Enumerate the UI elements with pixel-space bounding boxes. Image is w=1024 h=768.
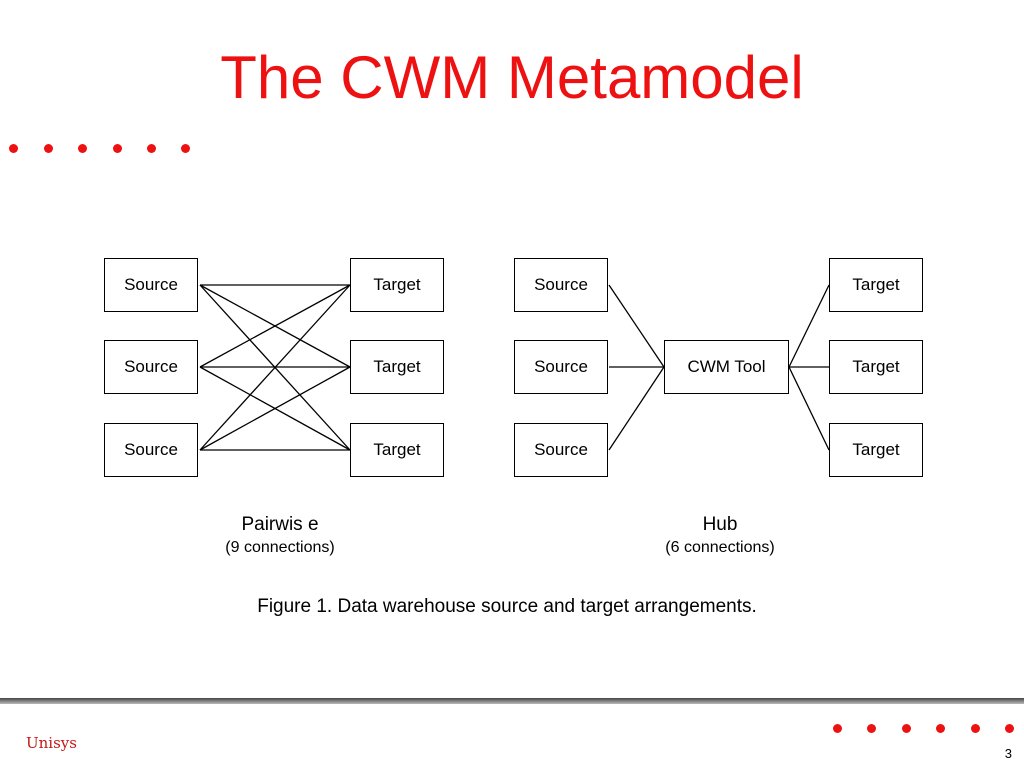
hub-source-box: Source	[514, 340, 608, 394]
hub-connections: (6 connections)	[665, 539, 775, 556]
hub-target-box: Target	[829, 340, 923, 394]
dot	[113, 144, 122, 153]
dot	[44, 144, 53, 153]
figure-caption: Figure 1. Data warehouse source and targ…	[257, 596, 757, 617]
hub-source-box: Source	[514, 423, 608, 477]
hub-line	[608, 366, 665, 451]
pairwise-target-box: Target	[350, 340, 444, 394]
brand-logo-text: Unisys	[26, 734, 77, 752]
pairwise-line	[199, 284, 351, 451]
pairwise-caption: Pairwis e (9 connections)	[180, 514, 380, 557]
dot	[181, 144, 190, 153]
pairwise-target-box: Target	[350, 258, 444, 312]
dot	[147, 144, 156, 153]
pairwise-label: Pairwis e	[241, 514, 319, 535]
dot	[1005, 724, 1014, 733]
dot	[971, 724, 980, 733]
dot	[936, 724, 945, 733]
dot	[867, 724, 876, 733]
hub-target-box: Target	[829, 423, 923, 477]
pairwise-target-box: Target	[350, 423, 444, 477]
pairwise-line	[199, 284, 351, 368]
hub-line	[788, 366, 830, 451]
pairwise-source-box: Source	[104, 258, 198, 312]
pairwise-connections: (9 connections)	[225, 539, 335, 556]
slide-title: The CWM Metamodel	[220, 44, 804, 111]
pairwise-source-box: Source	[104, 423, 198, 477]
hub-target-box: Target	[829, 258, 923, 312]
page-number: 3	[1004, 746, 1012, 761]
dot	[902, 724, 911, 733]
hub-line	[788, 284, 830, 368]
hub-label: Hub	[702, 514, 738, 535]
dot	[9, 144, 18, 153]
hub-line	[608, 284, 665, 368]
dot	[833, 724, 842, 733]
footer-divider	[0, 698, 1024, 704]
hub-caption: Hub (6 connections)	[620, 514, 820, 557]
hub-source-box: Source	[514, 258, 608, 312]
dot	[78, 144, 87, 153]
pairwise-source-box: Source	[104, 340, 198, 394]
cwm-tool-box: CWM Tool	[664, 340, 789, 394]
pairwise-line	[199, 366, 351, 451]
